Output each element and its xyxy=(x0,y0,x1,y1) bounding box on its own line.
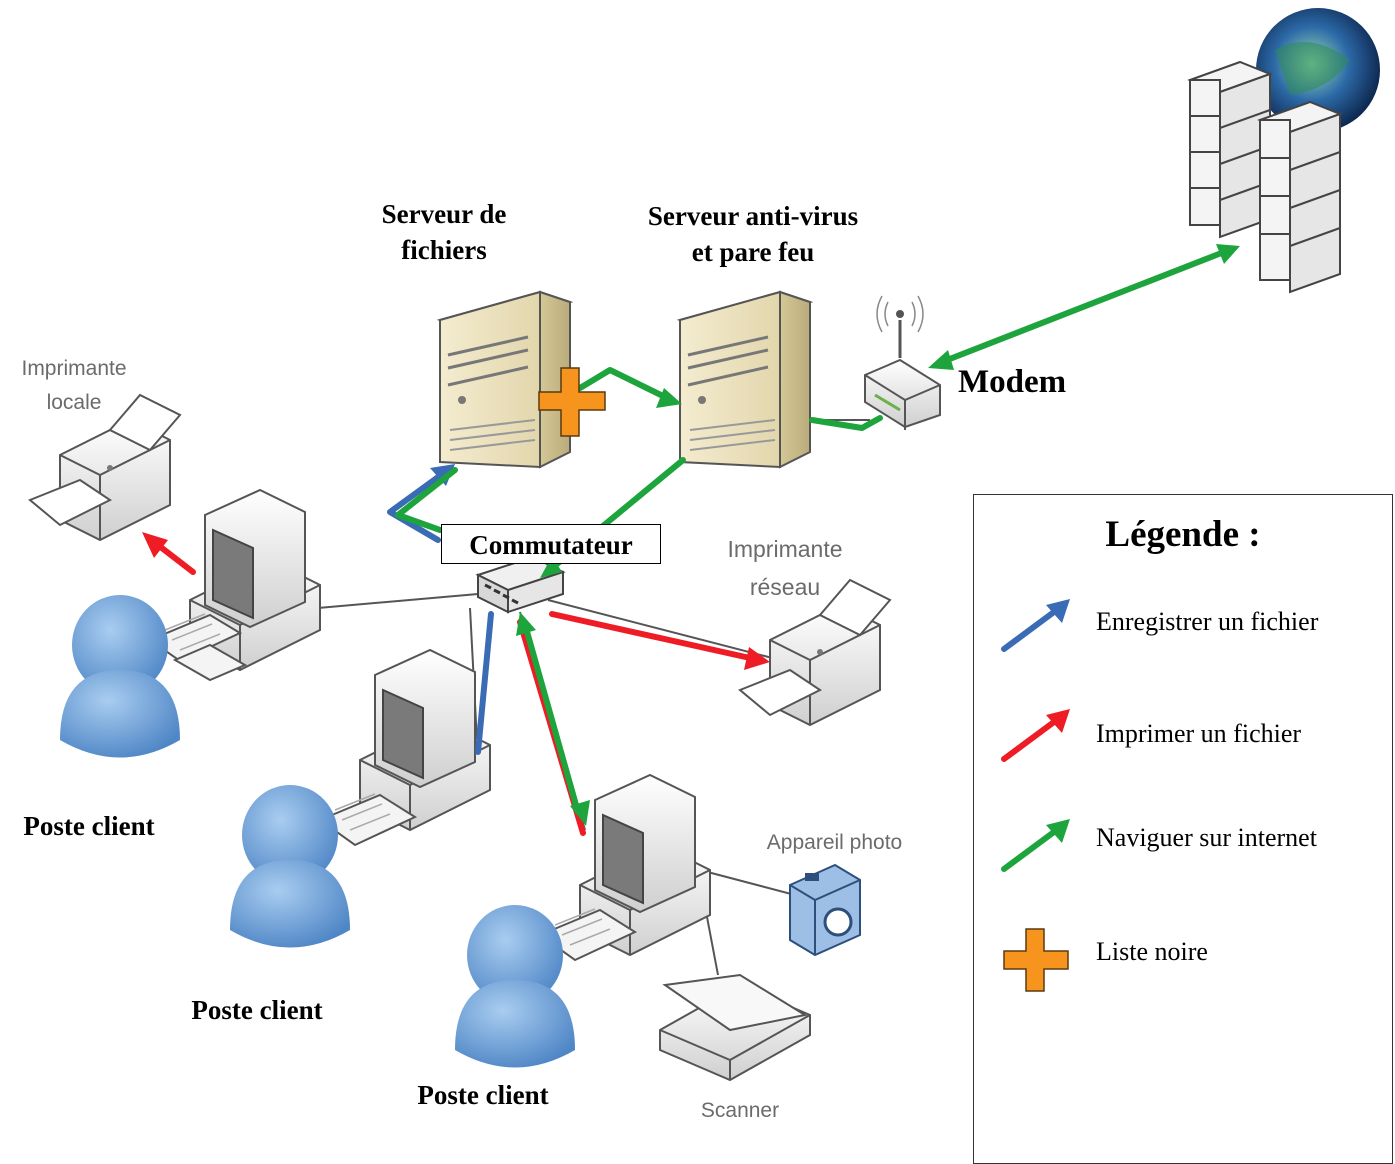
internet-arrow-icon xyxy=(1001,819,1070,872)
blacklist-cross-icon xyxy=(538,367,606,437)
file-server-icon xyxy=(436,290,574,469)
save-arrow-icon xyxy=(1001,599,1070,652)
switch-icon xyxy=(475,555,566,614)
modem-icon xyxy=(864,295,941,430)
workstation-2-icon xyxy=(230,648,491,948)
legend-title: Légende : xyxy=(1105,514,1261,555)
workstation-3-icon xyxy=(455,773,711,1068)
save-flow xyxy=(387,464,494,755)
print-arrow-icon xyxy=(1001,709,1070,762)
file-server-label: Serveur de fichiers xyxy=(381,199,507,265)
local-printer-label: Imprimante locale xyxy=(21,357,127,414)
scanner-icon xyxy=(659,973,811,1082)
legend-item-print: Imprimer un fichier xyxy=(1096,719,1302,748)
blacklist-legend-cross-icon xyxy=(1003,928,1069,992)
legend-item-save: Enregistrer un fichier xyxy=(1096,607,1319,636)
antivirus-server-icon xyxy=(676,290,814,469)
client-2-label: Poste client xyxy=(191,995,323,1025)
camera-label: Appareil photo xyxy=(766,831,903,854)
workstation-1-icon xyxy=(60,488,321,758)
client-3-label: Poste client xyxy=(417,1080,549,1110)
camera-icon xyxy=(789,863,861,957)
network-printer-icon xyxy=(738,578,892,727)
antivirus-server-label: Serveur anti-virus et pare feu xyxy=(647,201,859,267)
legend-box: Légende : Enregistrer un fichier Imprime… xyxy=(973,494,1393,1164)
legend-item-blacklist: Liste noire xyxy=(1096,937,1208,966)
scanner-label: Scanner xyxy=(700,1099,780,1122)
legend-item-internet: Naviguer sur internet xyxy=(1096,823,1317,852)
network-printer-label: Imprimante réseau xyxy=(727,536,843,600)
client-1-label: Poste client xyxy=(23,811,155,841)
local-printer-icon xyxy=(28,393,182,542)
datacenter-icon xyxy=(1187,8,1380,294)
switch-label: Commutateur xyxy=(441,524,661,564)
modem-label: Modem xyxy=(958,364,1067,400)
